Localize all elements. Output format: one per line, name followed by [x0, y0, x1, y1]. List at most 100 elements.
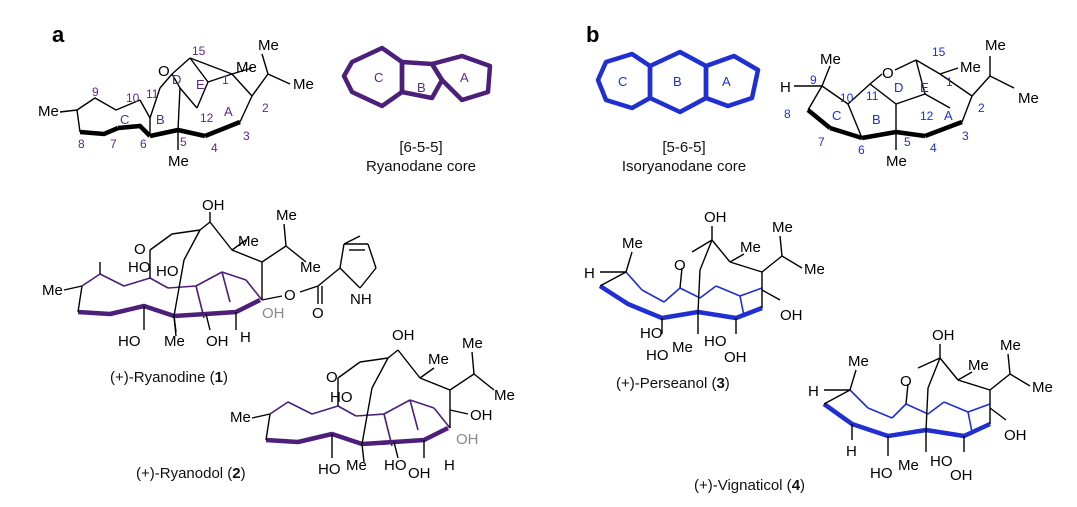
num-4: 4 [211, 141, 218, 155]
iso-core-name: Isoryanodane core [622, 158, 746, 175]
per-oh-bot: OH [724, 349, 747, 366]
panel-label-a: a [52, 22, 65, 47]
iso-me-5: Me [886, 153, 907, 170]
panel-label-b: b [586, 22, 599, 47]
iso-ring-b: B [872, 112, 881, 127]
ryd-me-c: Me [238, 233, 259, 250]
vig-oh-bot: OH [950, 467, 973, 484]
per-me-b: Me [804, 261, 825, 278]
ryd-o-ring: O [134, 241, 146, 258]
iso-me-9: Me [820, 51, 841, 68]
ryl-me-a: Me [462, 335, 483, 352]
per-o-ring: O [674, 257, 686, 274]
iso-ring-e: E [920, 80, 929, 95]
perseanol-caption: (+)-Perseanol (3) [616, 375, 730, 392]
ryl-oh-right: OH [470, 407, 493, 424]
ryl-ho-1: HO [330, 389, 353, 406]
iso-num-10: 10 [840, 91, 854, 105]
vig-me-bot: Me [898, 457, 919, 474]
vig-h-bot: H [846, 443, 857, 460]
ryd-me-bot: Me [164, 333, 185, 350]
ryanodol-caption: (+)-Ryanodol (2) [136, 465, 246, 482]
ryd-me-b: Me [300, 259, 321, 276]
num-10: 10 [126, 91, 140, 105]
ryd-nh: NH [350, 291, 372, 308]
vig-me-a: Me [1000, 337, 1021, 354]
vig-o-ring: O [900, 373, 912, 390]
num-2: 2 [262, 101, 269, 115]
ryl-ho-mid: HO [384, 457, 407, 474]
ryd-oh-bot: OH [206, 333, 229, 350]
me-left-label: Me [38, 103, 59, 120]
ryl-ho-bl: HO [318, 461, 341, 478]
iso-ring-d: D [894, 80, 903, 95]
per-oh-top: OH [704, 209, 727, 226]
ryd-oh-grey: OH [262, 305, 285, 322]
ryanodane-scaffold-labels: Me Me Me Me Me O 15 1 2 3 4 5 6 7 8 9 10… [38, 37, 314, 170]
num-7: 7 [110, 137, 117, 151]
ryd-me-a: Me [276, 207, 297, 224]
num-8: 8 [78, 137, 85, 151]
ryd-h-bot: H [240, 329, 251, 346]
vig-oh-right: OH [1004, 427, 1027, 444]
iso-num-8: 8 [784, 107, 791, 121]
iso-core-ring-b: B [673, 74, 682, 89]
ryanodane-core-icon [341, 45, 493, 109]
iso-core-ring-c: C [618, 74, 627, 89]
ryl-oh-bot: OH [408, 465, 431, 482]
num-5: 5 [180, 135, 187, 149]
me-1-label: Me [236, 59, 257, 76]
vignaticol-labels: OH Me O Me Me Me H OH H HO Me HO OH (+)-… [694, 327, 1053, 494]
per-me-bot: Me [672, 339, 693, 356]
vignaticol-caption: (+)-Vignaticol (4) [694, 477, 805, 494]
iso-num-11: 11 [866, 89, 879, 103]
iso-num-9: 9 [810, 73, 817, 87]
ryl-o-ring: O [326, 369, 338, 386]
me-right-label: Me [293, 76, 314, 93]
vig-ho-1: HO [870, 465, 893, 482]
vig-me-c: Me [968, 357, 989, 374]
iso-num-4: 4 [930, 141, 937, 155]
ryanodane-scaffold [59, 53, 291, 150]
ryd-oh-top: OH [202, 197, 225, 214]
ryl-me-c: Me [428, 351, 449, 368]
num-9: 9 [92, 85, 99, 99]
num-15: 15 [192, 44, 206, 58]
ryl-me-left: Me [230, 409, 251, 426]
vig-h: H [808, 383, 819, 400]
iso-num-6: 6 [858, 143, 865, 157]
iso-core-type: [5-6-5] [662, 139, 705, 156]
iso-num-15: 15 [932, 45, 946, 59]
o-label: O [158, 63, 170, 80]
ryanodine-structure [63, 212, 377, 337]
isoryanodane-scaffold [794, 56, 1015, 150]
iso-ring-c: C [832, 108, 841, 123]
ryan-core-ring-a: A [460, 70, 469, 85]
ring-b-label: B [156, 112, 165, 127]
num-6: 6 [140, 137, 147, 151]
ryd-me-left: Me [42, 282, 63, 299]
me-top-label: Me [258, 37, 279, 54]
iso-num-12: 12 [920, 109, 934, 123]
vignaticol-structure [822, 344, 1031, 456]
num-11: 11 [146, 87, 159, 101]
iso-h-label: H [780, 79, 791, 96]
iso-me-right: Me [1018, 90, 1039, 107]
vig-ho-2: HO [930, 453, 953, 470]
iso-me-1: Me [960, 59, 981, 76]
iso-num-7: 7 [818, 135, 825, 149]
ring-e-label: E [196, 77, 205, 92]
vig-me-b: Me [1032, 379, 1053, 396]
ryl-oh-top: OH [392, 327, 415, 344]
ryan-core-ring-b: B [417, 80, 426, 95]
per-oh-right: OH [780, 307, 803, 324]
vig-me-left: Me [848, 353, 869, 370]
ryanodine-labels: OH O HO HO Me Me Me Me O OH O NH HO Me O… [42, 197, 372, 386]
ryl-me-bot: Me [346, 457, 367, 474]
iso-num-1: 1 [946, 75, 953, 89]
per-me-c: Me [740, 239, 761, 256]
vig-oh-top: OH [932, 327, 955, 344]
num-1: 1 [222, 73, 229, 87]
num-12: 12 [200, 111, 214, 125]
